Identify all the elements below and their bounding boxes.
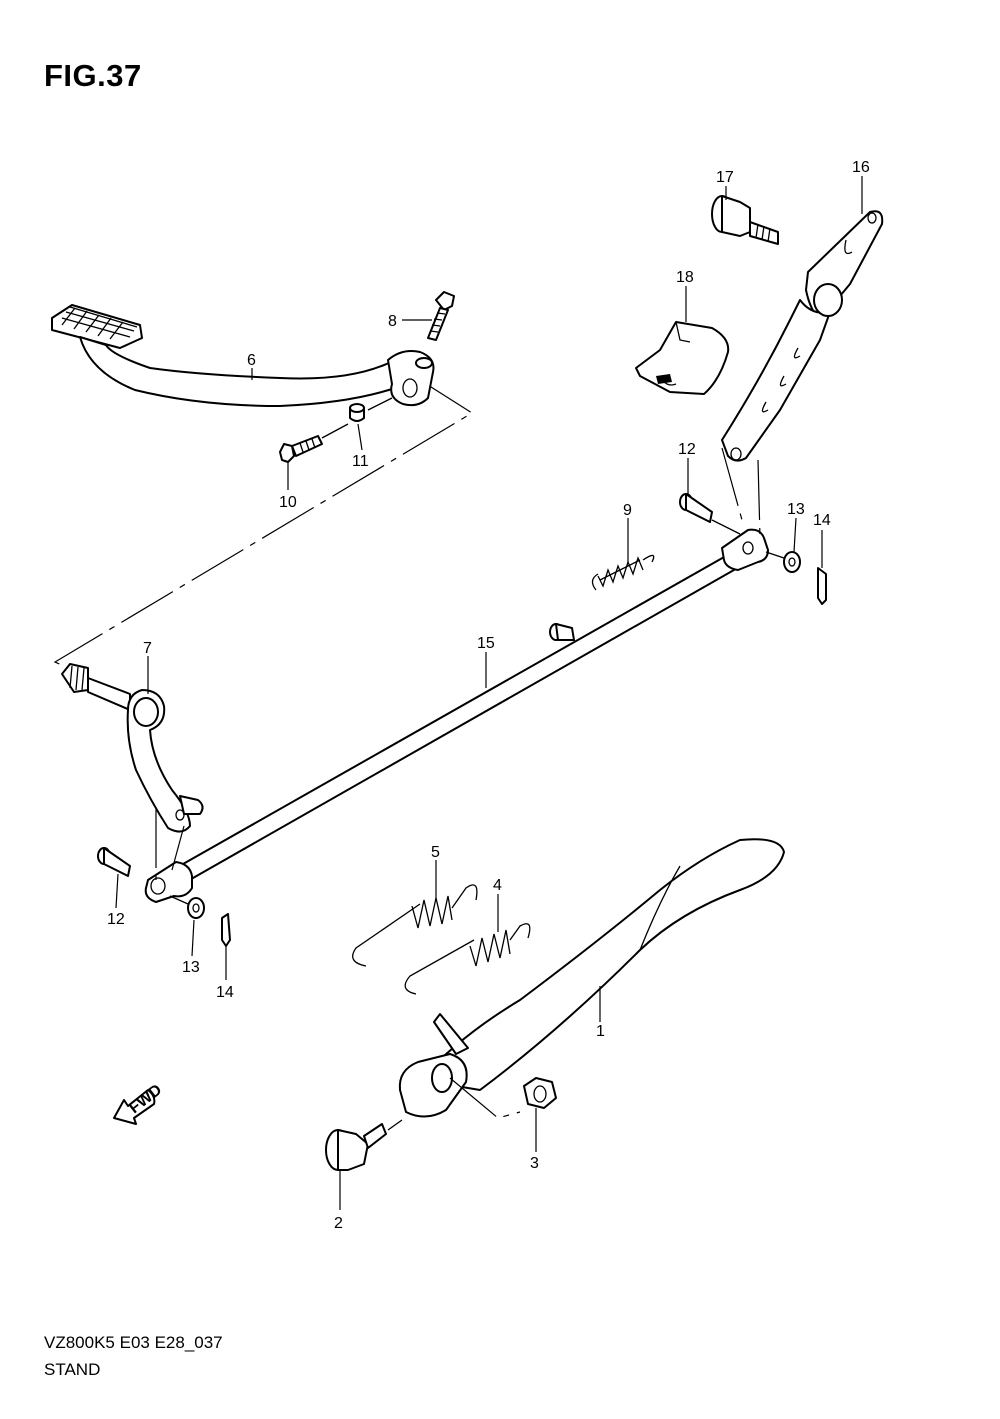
callout-4: 4	[493, 877, 502, 894]
part-2-bolt[interactable]	[325, 1123, 387, 1171]
assembly-line-7b	[171, 825, 185, 871]
part-1-side-stand[interactable]	[398, 838, 785, 1118]
callout-3: 3	[530, 1155, 539, 1172]
drawing-name: STAND	[44, 1360, 101, 1379]
part-14-cotter-pin-left[interactable]	[221, 913, 231, 947]
figure-title: FIG.37	[44, 58, 142, 93]
alignment-line-12r	[711, 519, 741, 535]
callout-18: 18	[676, 269, 694, 286]
callout-5: 5	[431, 844, 440, 861]
part-8-bolt[interactable]	[427, 291, 455, 341]
callout-6: 6	[247, 352, 256, 369]
callout-8: 8	[388, 313, 397, 330]
callout-15: 15	[477, 635, 495, 652]
alignment-line-10	[321, 423, 349, 439]
part-7-lever[interactable]	[61, 663, 204, 833]
shaft-pin[interactable]	[549, 623, 575, 641]
part-14-cotter-pin-right[interactable]	[817, 567, 827, 605]
callout-9: 9	[623, 502, 632, 519]
drawing-code: VZ800K5 E03 E28_037	[44, 1333, 223, 1352]
callout-1: 1	[596, 1023, 605, 1040]
part-10-bolt[interactable]	[279, 435, 323, 463]
alignment-line-13	[169, 895, 189, 905]
callout-12a: 12	[107, 911, 125, 928]
leader-lines	[115, 176, 863, 1210]
assembly-line-16b	[757, 459, 761, 539]
callout-16: 16	[852, 159, 870, 176]
callout-labels: 1 2 3 4 5 6 7 8 9 10 11 12 12 13 13 14 1…	[107, 159, 870, 1232]
part-18-cover[interactable]	[635, 321, 730, 395]
part-13-washer-left[interactable]	[187, 897, 205, 919]
part-4-spring[interactable]	[404, 923, 531, 995]
part-12-pin-right[interactable]	[679, 493, 713, 523]
part-15-rod[interactable]	[144, 528, 769, 903]
callout-7: 7	[143, 640, 152, 657]
alignment-line-2	[387, 1119, 403, 1131]
part-12-pin-left[interactable]	[97, 847, 131, 877]
callout-11: 11	[352, 453, 369, 470]
callout-14b: 14	[813, 512, 831, 529]
alignment-line-8	[367, 397, 393, 411]
part-11-nut[interactable]	[349, 403, 365, 422]
part-3-nut[interactable]	[523, 1077, 557, 1109]
callout-17: 17	[716, 169, 734, 186]
part-17-bolt[interactable]	[711, 195, 779, 245]
callout-2: 2	[334, 1215, 343, 1232]
part-9-spring[interactable]	[591, 554, 655, 591]
fwd-label: FWD	[126, 1081, 165, 1117]
part-5-spring[interactable]	[352, 884, 478, 967]
callout-14a: 14	[216, 984, 234, 1001]
part-16-arm[interactable]	[721, 210, 884, 462]
callout-13a: 13	[182, 959, 200, 976]
part-6-brake-pedal[interactable]	[51, 304, 435, 407]
alignment-line-13r	[765, 551, 785, 559]
fwd-arrow-icon: FWD	[113, 1081, 165, 1125]
callout-12b: 12	[678, 441, 696, 458]
assembly-line-pedal-to-lever	[53, 379, 474, 669]
assembly-line-16	[721, 447, 743, 521]
part-13-washer-right[interactable]	[783, 551, 801, 573]
callout-10: 10	[279, 494, 297, 511]
callout-13b: 13	[787, 501, 805, 518]
assembly-line-1	[449, 1077, 521, 1119]
